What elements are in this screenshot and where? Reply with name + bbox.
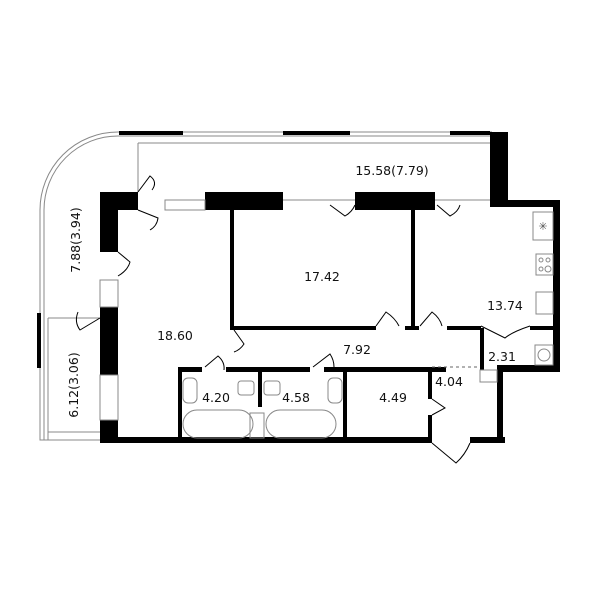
area-label: 7.88(3.94) [68, 207, 83, 272]
balcony-divider [47, 317, 100, 440]
boiler-icon [534, 344, 554, 366]
bathtub-icon [265, 409, 337, 439]
svg-text:✳: ✳ [538, 221, 547, 233]
area-label: 18.60 [157, 328, 193, 343]
balcony-outline [39, 131, 492, 441]
area-label: 4.49 [379, 390, 407, 405]
room-labels: 15.58(7.79) 17.42 13.74 18.60 7.92 2.31 … [66, 163, 523, 418]
area-label: 2.31 [488, 349, 516, 364]
walls [100, 132, 560, 443]
bathtub-icon [182, 409, 254, 439]
area-label: 4.20 [202, 390, 230, 405]
area-label: 4.04 [435, 374, 463, 389]
area-label: 7.92 [343, 342, 371, 357]
area-label: 17.42 [304, 269, 340, 284]
sink-icon [535, 291, 554, 315]
doors [75, 175, 531, 464]
area-label: 15.58(7.79) [355, 163, 428, 178]
washbasin-icon [182, 377, 198, 404]
area-label: 4.58 [282, 390, 310, 405]
balcony-wall-segment [37, 313, 41, 368]
fridge-icon [532, 211, 554, 241]
fixtures: ✳ [182, 211, 554, 439]
area-label: 13.74 [487, 298, 523, 313]
area-label: 6.12(3.06) [66, 352, 81, 417]
stove-icon [535, 253, 554, 276]
windows [99, 199, 490, 421]
balcony-inner-line [137, 142, 490, 192]
shaft-icon [479, 369, 498, 383]
